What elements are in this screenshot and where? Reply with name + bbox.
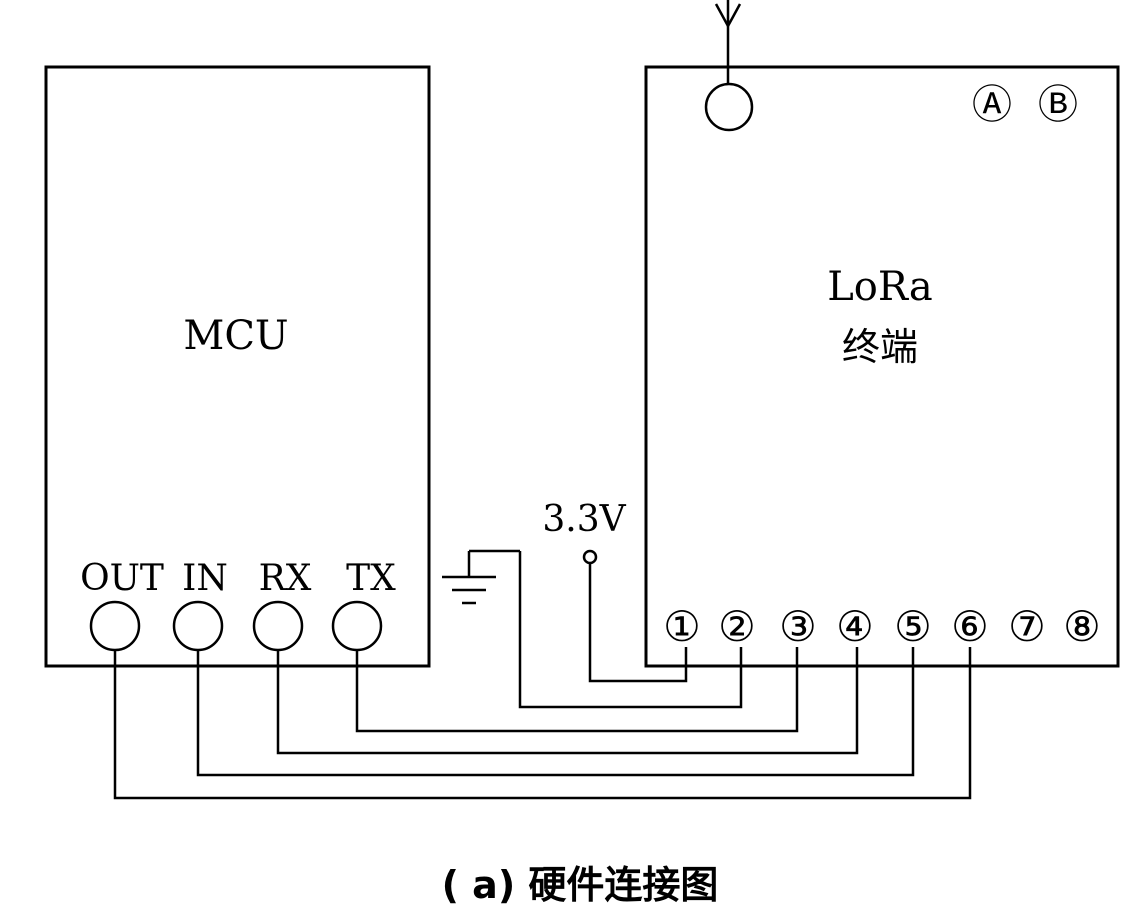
ground-symbol-icon: [442, 549, 520, 605]
wire-ground-to-pin2: [518, 551, 743, 709]
lora-title: LoRa: [827, 264, 933, 310]
mcu-pin-label-in: IN: [182, 558, 228, 599]
wiring: [113, 551, 972, 800]
wire-supply-to-pin1: [588, 563, 688, 683]
mcu-pin-out: [89, 600, 141, 652]
lora-pin-5: ⑤: [894, 602, 932, 651]
mcu-pin-label-rx: RX: [259, 558, 312, 599]
mcu-module-box: [44, 65, 431, 668]
supply-voltage-label: 3.3V: [542, 499, 626, 540]
lora-corner-label-a: Ⓐ: [972, 82, 1012, 128]
lora-corner-label-b: Ⓑ: [1038, 82, 1078, 128]
supply-terminal: [582, 549, 598, 565]
lora-pin-4: ④: [836, 602, 874, 651]
mcu-pin-rx: [252, 600, 304, 652]
lora-module-box: [644, 65, 1120, 668]
lora-pin-1: ①: [663, 602, 701, 651]
wire-in-to-pin5: [196, 647, 915, 777]
mcu-pin-tx: [331, 600, 383, 652]
antenna-icon: [704, 0, 754, 132]
wire-out-to-pin6: [113, 647, 972, 800]
lora-pin-6: ⑥: [951, 602, 989, 651]
lora-pin-7: ⑦: [1008, 602, 1046, 651]
figure-caption: ( a) 硬件连接图: [442, 863, 719, 907]
lora-pin-3: ③: [779, 602, 817, 651]
lora-pin-8: ⑧: [1063, 602, 1101, 651]
lora-subtitle: 终端: [842, 325, 918, 369]
mcu-title: MCU: [183, 313, 288, 359]
mcu-pin-label-tx: TX: [346, 558, 396, 599]
mcu-pin-label-out: OUT: [80, 558, 164, 599]
wire-rx-to-pin4: [276, 647, 859, 755]
wire-tx-to-pin3: [355, 647, 799, 733]
antenna-connector: [704, 82, 754, 132]
mcu-pin-in: [172, 600, 224, 652]
lora-pin-2: ②: [718, 602, 756, 651]
